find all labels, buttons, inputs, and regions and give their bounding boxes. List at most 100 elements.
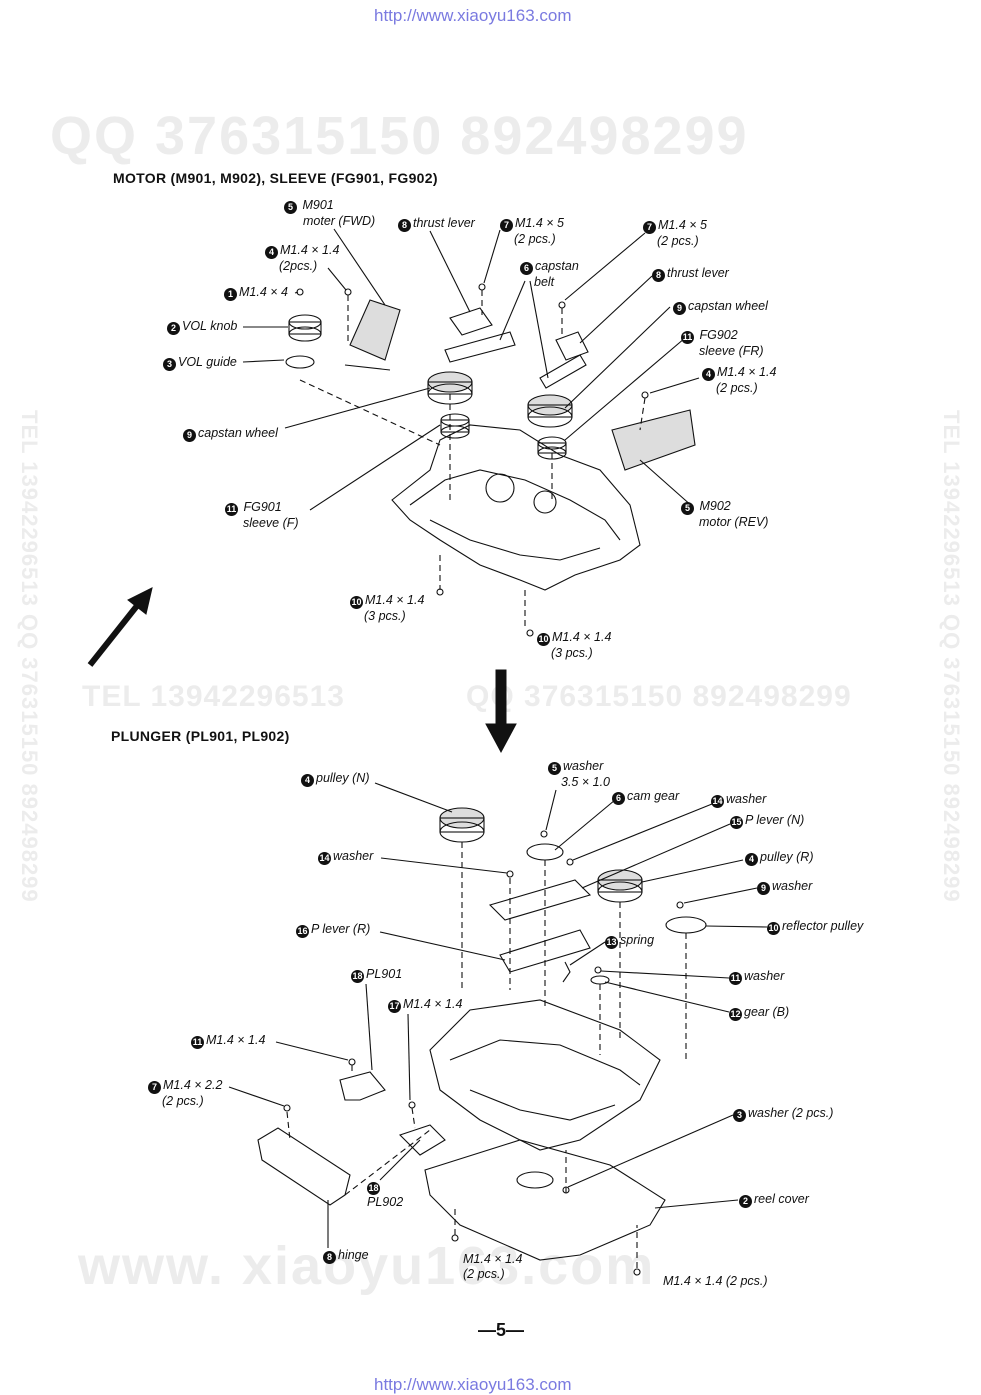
hinge-shape (257, 1127, 351, 1206)
callout-11: 11 (191, 1036, 204, 1049)
callout-2: 2 (739, 1195, 752, 1208)
callout-10: 10 (350, 596, 363, 609)
callout-11: 11 (729, 972, 742, 985)
capstan-belt-left (444, 331, 516, 363)
callout-18: 18 (367, 1182, 380, 1195)
callout-11: 11 (225, 503, 238, 516)
watermark-www-bottom: www. xiaoyu163.com (78, 1236, 656, 1296)
page-number: —5— (478, 1320, 525, 1340)
spring-shape (562, 961, 571, 983)
callout-17: 17 (388, 1000, 401, 1013)
chassis-reel-left (485, 473, 515, 503)
callout-3: 3 (733, 1109, 746, 1122)
label-screw-bottom-right: M1.4 × 1.4 (2 pcs.) (663, 1274, 768, 1288)
callout-6: 6 (520, 262, 533, 275)
vol-guide-shape (285, 355, 315, 369)
callout-6: 6 (612, 792, 625, 805)
callout-4: 4 (702, 368, 715, 381)
callout-4: 4 (745, 853, 758, 866)
pl902-shape (398, 1124, 446, 1156)
callout-11: 11 (681, 331, 694, 344)
callout-13: 13 (605, 936, 618, 949)
header-url[interactable]: http://www.xiaoyu163.com (374, 6, 572, 25)
motor-chassis (391, 424, 641, 591)
callout-10: 10 (767, 922, 780, 935)
down-arrow (485, 669, 517, 754)
cam-gear-shape (526, 843, 564, 861)
callout-3: 3 (163, 358, 176, 371)
label-m901: 5 M901 moter (FWD) (284, 198, 375, 229)
callout-9: 9 (673, 302, 686, 315)
diagonal-arrow (87, 587, 153, 667)
watermark-vertical-right: TEL 13942296513 QQ 376315150 892498299 (939, 410, 964, 903)
callout-2: 2 (167, 322, 180, 335)
callout-14: 14 (711, 795, 724, 808)
callout-9: 9 (183, 429, 196, 442)
callout-4: 4 (301, 774, 314, 787)
capstan-belt-right (539, 354, 587, 389)
callout-5: 5 (284, 201, 297, 214)
pl901-shape (339, 1071, 386, 1101)
callout-8: 8 (323, 1251, 336, 1264)
callout-5: 5 (548, 762, 561, 775)
callout-16: 16 (296, 925, 309, 938)
m902-motor-shape (611, 409, 696, 471)
label-fg902: 11 FG902 sleeve (FR) (681, 328, 764, 358)
callout-18: 18 (351, 970, 364, 983)
callout-1: 1 (224, 288, 237, 301)
watermark-tel-mid: TEL 13942296513 (82, 680, 345, 713)
watermark-vertical-left: TEL 13942296513 QQ 376315150 892498299 (17, 410, 42, 903)
section-title-plunger: PLUNGER (PL901, PL902) (111, 728, 290, 744)
label-pl902: 18 PL902 (367, 1182, 404, 1209)
callout-10: 10 (537, 633, 550, 646)
label-fg901: 11 FG901 sleeve (F) (225, 500, 299, 530)
p-lever-n-shape (488, 879, 592, 921)
footer-url[interactable]: http://www.xiaoyu163.com (374, 1375, 572, 1394)
callout-8: 8 (398, 219, 411, 232)
label-m902: 5 M902 motor (REV) (681, 499, 768, 530)
callout-14: 14 (318, 852, 331, 865)
callout-5: 5 (681, 502, 694, 515)
p-lever-r-shape (499, 929, 591, 973)
callout-7: 7 (148, 1081, 161, 1094)
callout-7: 7 (500, 219, 513, 232)
callout-4: 4 (265, 246, 278, 259)
watermark-qq-mid: QQ 376315150 892498299 (466, 680, 852, 713)
reflector-pulley-shape (665, 916, 707, 934)
callout-7: 7 (643, 221, 656, 234)
callout-8: 8 (652, 269, 665, 282)
reel-cover-shape (424, 1139, 666, 1261)
